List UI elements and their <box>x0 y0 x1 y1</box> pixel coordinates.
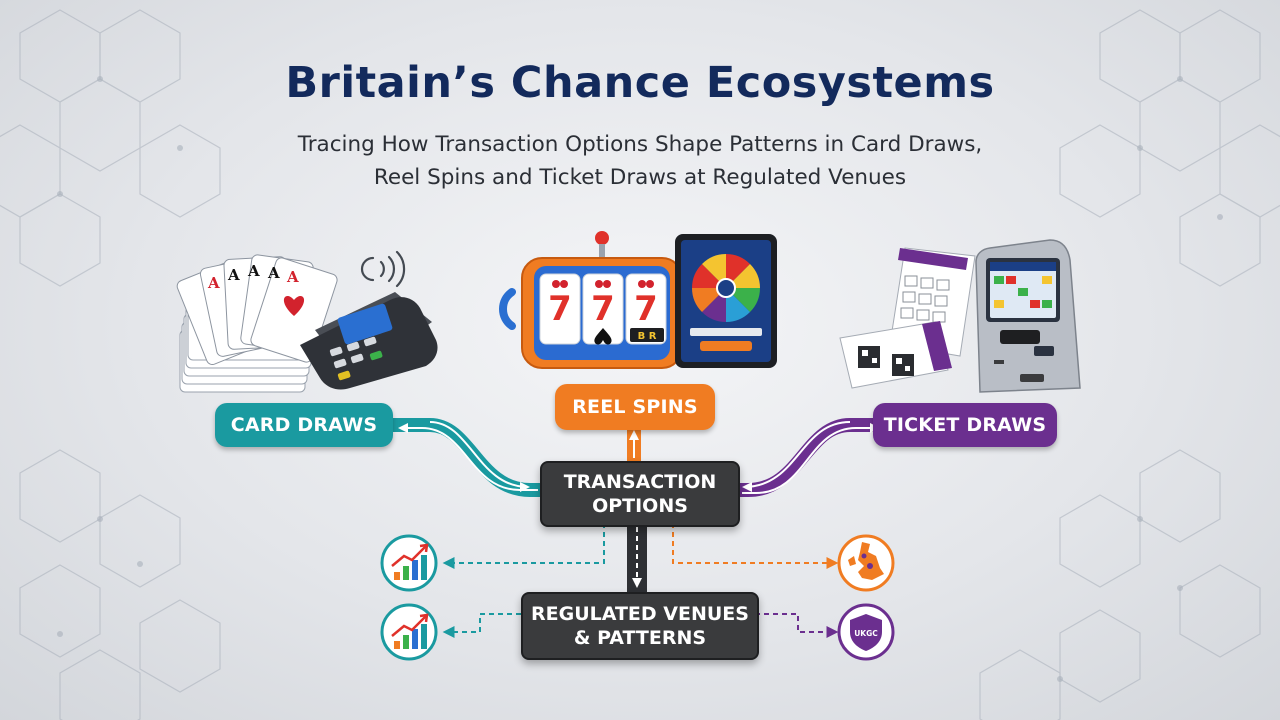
uk-map-icon <box>837 534 895 592</box>
transaction-options-line-2: OPTIONS <box>592 495 688 517</box>
svg-text:A: A <box>227 266 240 284</box>
svg-text:A: A <box>247 262 260 280</box>
tablet-wheel-icon <box>675 234 777 368</box>
card-terminal-icon <box>300 292 438 390</box>
kiosk-icon <box>975 239 1081 393</box>
page-subtitle-line-1: Tracing How Transaction Options Shape Pa… <box>297 132 983 157</box>
trend-chart-icon <box>380 534 438 592</box>
card-draws-node: CARD DRAWS <box>215 403 393 447</box>
regulated-venues-line-2: & PATTERNS <box>573 627 707 649</box>
slot-badge: B R <box>638 331 657 342</box>
shield-icon: UKGC <box>837 603 895 661</box>
regulated-venues-line-1: REGULATED VENUES <box>531 603 749 625</box>
reel-spins-node: REEL SPINS <box>555 384 715 430</box>
regulated-venues-node: REGULATED VENUES & PATTERNS <box>521 592 759 660</box>
slot-reel-3: 7 <box>634 289 658 329</box>
slot-reel-2: 7 <box>591 289 615 329</box>
transaction-options-node: TRANSACTION OPTIONS <box>540 461 740 527</box>
shield-label: UKGC <box>854 629 878 638</box>
slot-reel-1: 7 <box>548 289 572 329</box>
svg-text:A: A <box>286 268 299 286</box>
slot-machine-icon: 7 7 7 B R <box>499 231 697 369</box>
svg-text:A: A <box>207 274 220 292</box>
trend-chart-icon <box>380 603 438 661</box>
svg-text:A: A <box>267 264 280 282</box>
transaction-options-line-1: TRANSACTION <box>563 471 717 493</box>
page-title: Britain’s Chance Ecosystems <box>285 58 995 108</box>
page-subtitle-line-2: Reel Spins and Ticket Draws at Regulated… <box>373 165 907 190</box>
playing-cards-icon: A A A A A <box>176 254 338 393</box>
ticket-draws-node: TICKET DRAWS <box>873 403 1057 447</box>
lottery-ticket-icon <box>839 247 976 389</box>
contactless-icon <box>360 250 406 288</box>
